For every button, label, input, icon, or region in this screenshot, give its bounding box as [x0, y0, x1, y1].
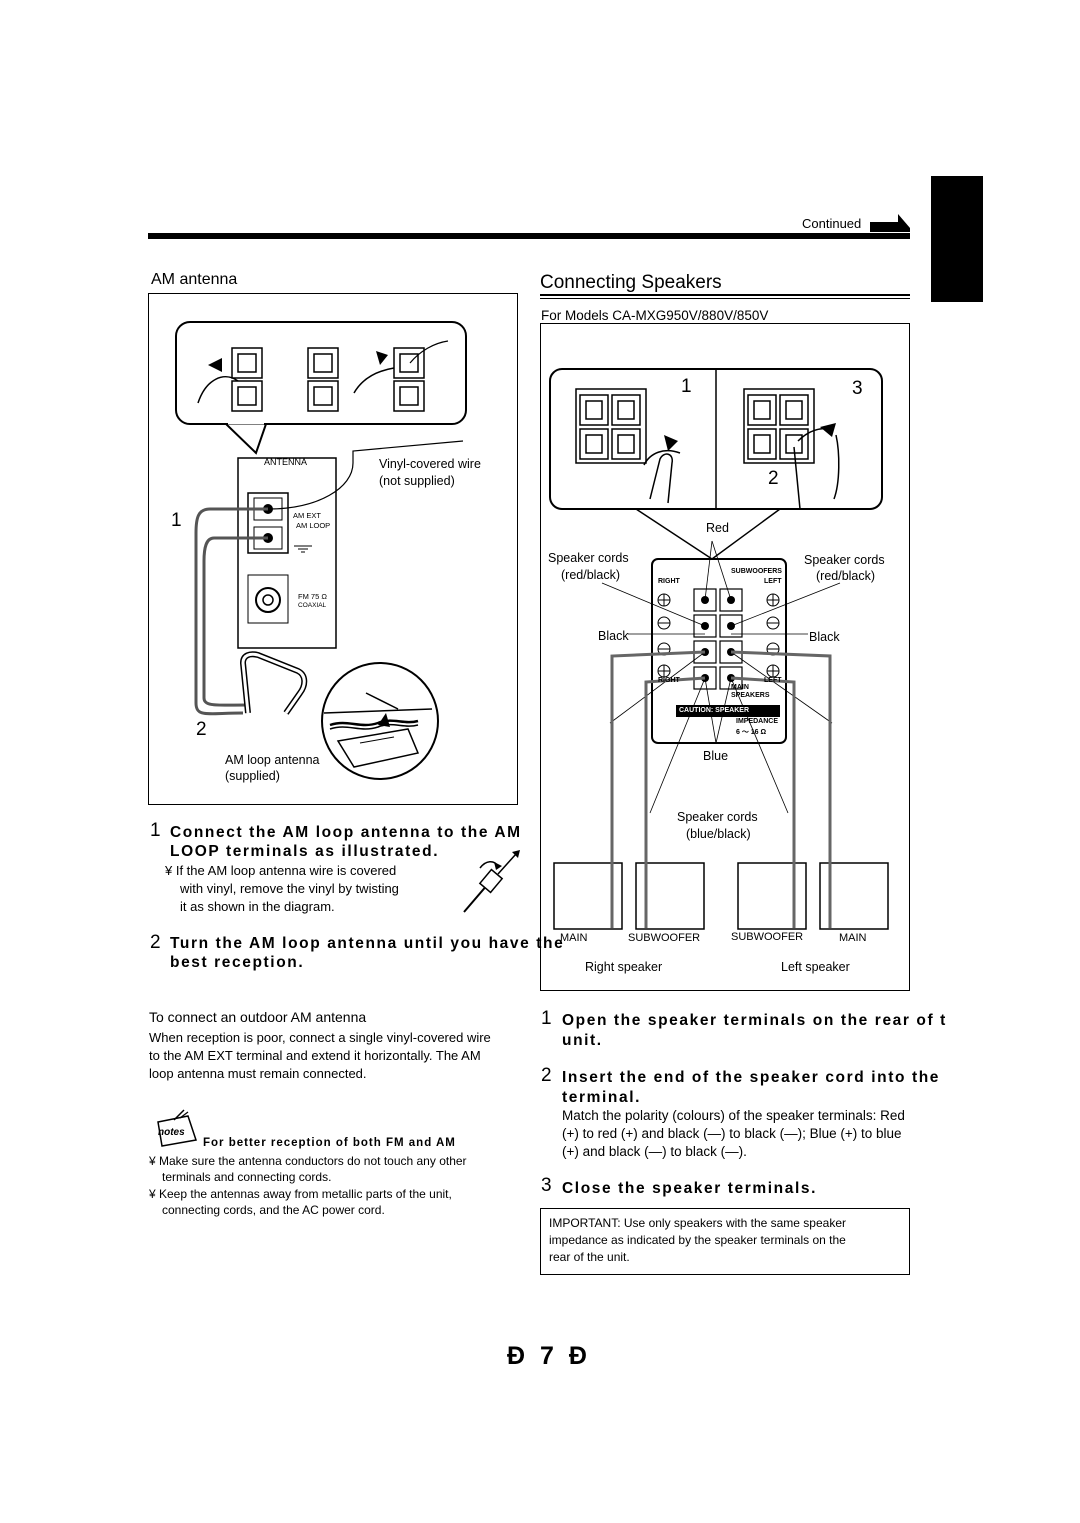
wire-note-2: (not supplied) — [379, 474, 455, 488]
spk-callout-3: 3 — [852, 378, 863, 399]
notes-icon — [157, 1109, 197, 1147]
spk-step-2-body-1: Match the polarity (colours) of the spea… — [562, 1108, 905, 1123]
spk-step-1-number: 1 — [541, 1008, 552, 1029]
spk-step-1-line-1: Open the speaker terminals on the rear o… — [562, 1012, 947, 1029]
left-speaker-label: Left speaker — [781, 960, 850, 974]
spk-sub-right: SUBWOOFER — [731, 931, 804, 943]
step-1-number: 1 — [150, 820, 161, 841]
am-antenna-diagram-frame — [148, 293, 518, 805]
page-number: Ð 7 Ð — [507, 1342, 591, 1370]
spk-callout-1: 1 — [681, 376, 692, 397]
loop-antenna-label-2: (supplied) — [225, 769, 280, 783]
am-ext-label: AM EXT — [293, 511, 321, 520]
label-cords-blue-1: Speaker cords — [677, 810, 758, 824]
spk-step-2-body-3: (+) and black (—) to black (—). — [562, 1144, 747, 1159]
loop-antenna-label-1: AM loop antenna — [225, 753, 320, 767]
spk-step-2-body-2: (+) to red (+) and black (—) to black (—… — [562, 1126, 902, 1141]
outdoor-title: To connect an outdoor AM antenna — [149, 1009, 367, 1025]
callout-2: 2 — [196, 719, 207, 740]
speakers-diagram-frame — [540, 323, 910, 991]
step-1-note-3: it as shown in the diagram. — [180, 899, 335, 914]
important-line-2: impedance as indicated by the speaker te… — [549, 1233, 846, 1247]
important-line-1: IMPORTANT: Use only speakers with the sa… — [549, 1216, 846, 1230]
note-2-line-2: connecting cords, and the AC power cord. — [162, 1203, 385, 1217]
panel-left-top: LEFT — [764, 578, 782, 585]
outdoor-line-2: to the AM EXT terminal and extend it hor… — [149, 1048, 481, 1063]
spk-step-3-line-1: Close the speaker terminals. — [562, 1180, 818, 1197]
continued-arrow-icon — [870, 214, 910, 232]
panel-right-top: RIGHT — [658, 578, 680, 585]
outdoor-line-3: loop antenna must remain connected. — [149, 1066, 367, 1081]
notes-title: For better reception of both FM and AM — [203, 1137, 456, 1149]
label-cords-left-1: Speaker cords — [548, 551, 629, 565]
important-line-3: rear of the unit. — [549, 1250, 630, 1264]
spk-step-3-number: 3 — [541, 1175, 552, 1196]
spk-step-2-number: 2 — [541, 1065, 552, 1086]
panel-caution: CAUTION: SPEAKER — [679, 707, 750, 714]
twist-wire-icon — [463, 850, 520, 913]
title-rule-2 — [540, 298, 910, 299]
step-2-title-line-2: best reception. — [170, 954, 305, 971]
wire-note-1: Vinyl-covered wire — [379, 457, 481, 471]
label-black-right: Black — [809, 630, 840, 644]
callout-1: 1 — [171, 510, 182, 531]
header-rule — [148, 233, 910, 239]
spk-sub-left: SUBWOOFER — [628, 932, 701, 944]
spk-step-1-line-2: unit. — [562, 1032, 603, 1049]
panel-impedance: IMPEDANCE — [736, 718, 779, 725]
important-box — [540, 1208, 910, 1275]
label-cords-right-2: (red/black) — [816, 569, 876, 583]
panel-ohms: 6 〜 16 Ω — [736, 729, 767, 736]
label-blue: Blue — [703, 749, 729, 763]
spk-main-right: MAIN — [839, 932, 867, 944]
label-cords-right-1: Speaker cords — [804, 553, 885, 567]
step-1-note-1: ¥ If the AM loop antenna wire is covered — [165, 863, 397, 878]
spk-callout-2: 2 — [768, 468, 779, 489]
panel-right-bottom: RIGHT — [658, 677, 680, 684]
am-antenna-title: AM antenna — [151, 271, 238, 288]
step-2-number: 2 — [150, 932, 161, 953]
am-loop-label: AM LOOP — [296, 521, 331, 530]
label-black-left: Black — [598, 629, 629, 643]
spk-step-2-line-2: terminal. — [562, 1089, 642, 1106]
note-1-line-1: ¥ Make sure the antenna conductors do no… — [149, 1154, 467, 1168]
side-tab — [931, 176, 983, 302]
panel-left-bottom: LEFT — [764, 677, 782, 684]
outdoor-line-1: When reception is poor, connect a single… — [149, 1030, 491, 1045]
title-rule-1 — [540, 294, 910, 296]
step-1-title-line-2: LOOP terminals as illustrated. — [170, 843, 440, 860]
am-antenna-diagram — [175, 321, 467, 780]
notes-icon-label: notes — [158, 1127, 185, 1138]
spk-step-2-line-1: Insert the end of the speaker cord into … — [562, 1069, 940, 1086]
note-1-line-2: terminals and connecting cords. — [162, 1170, 332, 1184]
label-cords-left-2: (red/black) — [561, 568, 621, 582]
continued-label: Continued — [802, 216, 862, 231]
step-2-title-line-1: Turn the AM loop antenna until you have … — [170, 935, 565, 952]
coaxial-label: COAXIAL — [298, 602, 327, 609]
panel-main: MAIN — [731, 684, 749, 691]
step-1-title-line-1: Connect the AM loop antenna to the AM — [170, 824, 522, 841]
panel-speakers: SPEAKERS — [731, 692, 770, 699]
speakers-diagram — [549, 368, 889, 930]
connecting-speakers-title: Connecting Speakers — [540, 272, 722, 293]
panel-subwoofers: SUBWOOFERS — [731, 568, 782, 575]
right-speaker-label: Right speaker — [585, 960, 663, 974]
spk-main-left: MAIN — [560, 932, 588, 944]
note-2-line-1: ¥ Keep the antennas away from metallic p… — [149, 1187, 452, 1201]
fm-label: FM 75 Ω — [298, 592, 327, 601]
label-red: Red — [706, 521, 729, 535]
antenna-label: ANTENNA — [264, 457, 308, 467]
step-1-note-2: with vinyl, remove the vinyl by twisting — [180, 881, 399, 896]
label-cords-blue-2: (blue/black) — [686, 827, 751, 841]
models-label: For Models CA-MXG950V/880V/850V — [541, 308, 769, 323]
